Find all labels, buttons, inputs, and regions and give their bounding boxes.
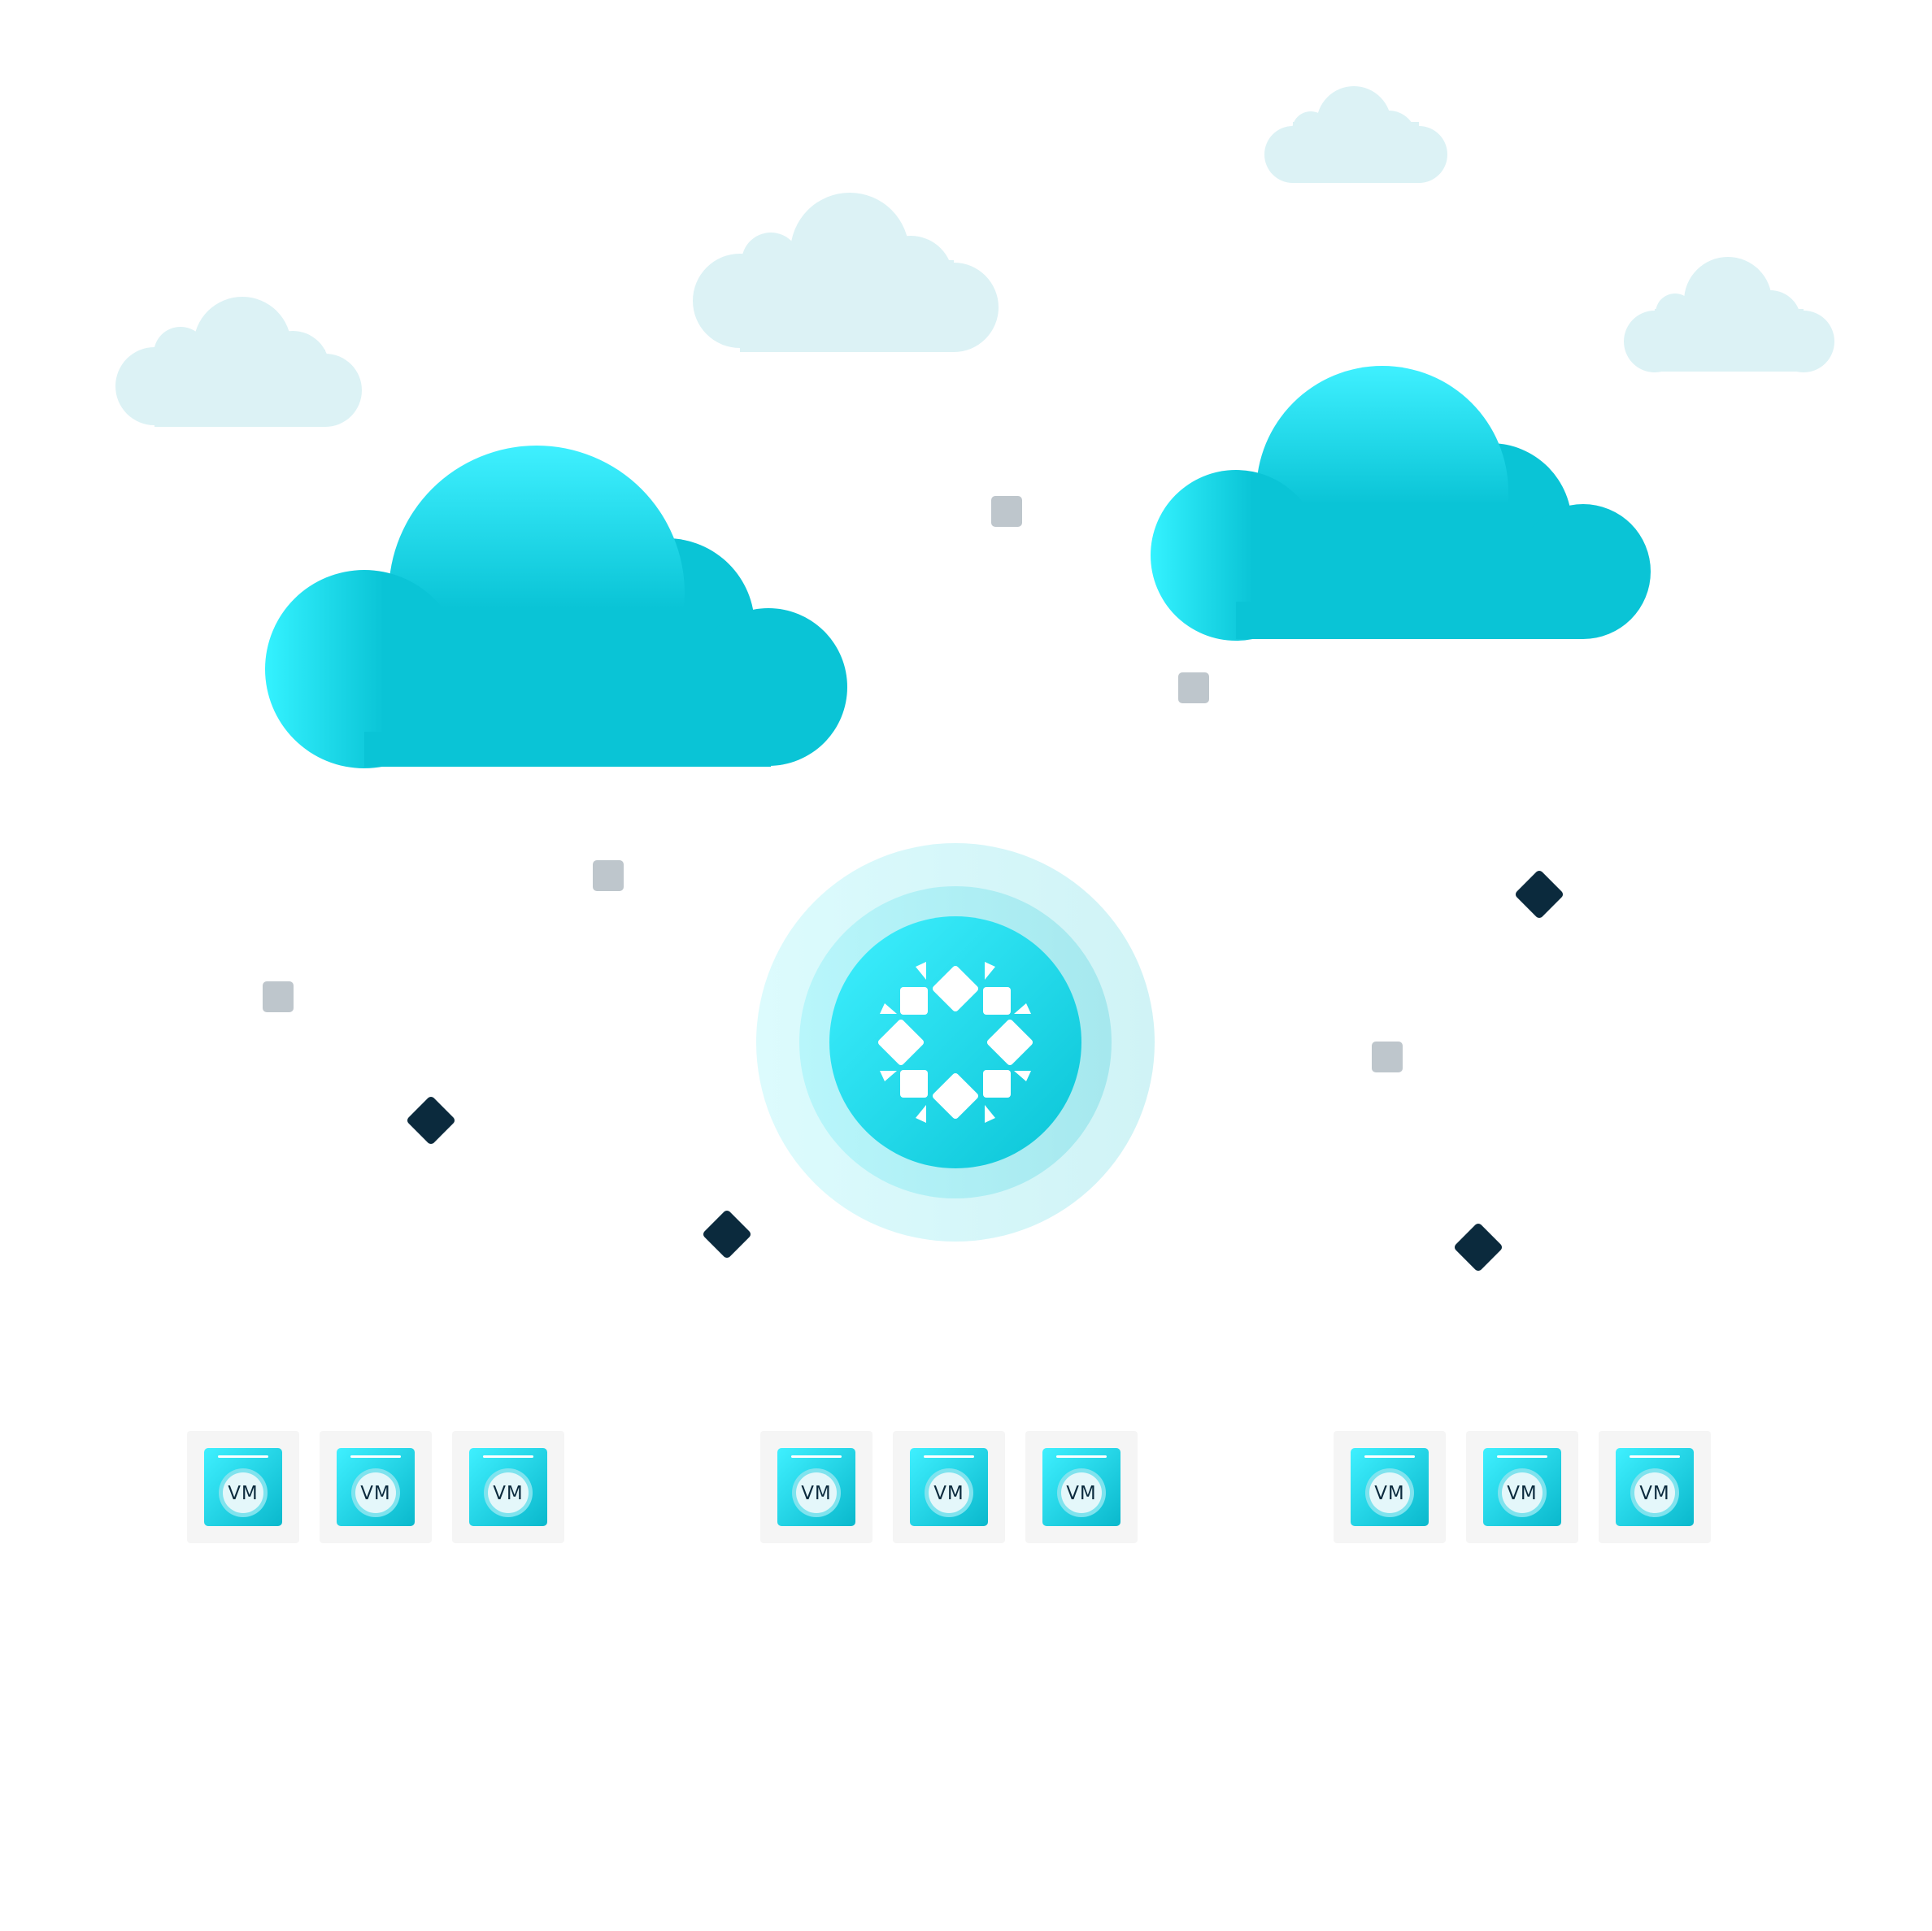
vm-icon xyxy=(910,1448,988,1526)
vm-label: VM xyxy=(493,1483,524,1504)
vm-tile[interactable]: VM xyxy=(1466,1431,1578,1543)
vm-label: VM xyxy=(1639,1483,1670,1504)
vm-icon xyxy=(469,1448,547,1526)
packet-diamond xyxy=(1454,1223,1503,1272)
packet-square xyxy=(593,860,624,891)
cloud-light-top-right xyxy=(1264,86,1447,183)
cloud-large-left xyxy=(265,446,847,768)
vm-tile[interactable]: VM xyxy=(893,1431,1005,1543)
vm-icon xyxy=(1042,1448,1120,1526)
vm-group: VM VM VM xyxy=(187,1431,564,1543)
vm-icon xyxy=(337,1448,415,1526)
packet-diamond xyxy=(703,1210,751,1259)
packet-squares xyxy=(263,496,1403,1072)
vm-icon xyxy=(777,1448,855,1526)
packet-square xyxy=(263,981,294,1012)
vm-icon xyxy=(1483,1448,1561,1526)
vm-icon xyxy=(1616,1448,1694,1526)
vm-label: VM xyxy=(228,1483,259,1504)
vm-tile[interactable]: VM xyxy=(1599,1431,1711,1543)
cloud-light-center xyxy=(693,193,999,352)
vm-label: VM xyxy=(801,1483,832,1504)
packet-diamond xyxy=(1515,870,1564,919)
vm-groups: VM VM VM VM VM VM VM VM VM xyxy=(187,1431,1711,1543)
vm-label: VM xyxy=(933,1483,964,1504)
cloud-large-right xyxy=(1151,366,1651,641)
vm-icon xyxy=(204,1448,282,1526)
cloud-light-left xyxy=(115,297,362,427)
packet-diamond xyxy=(407,1096,455,1145)
cloud-light-far-right xyxy=(1624,257,1834,372)
vm-label: VM xyxy=(1066,1483,1097,1504)
vm-tile[interactable]: VM xyxy=(1334,1431,1446,1543)
network-hub xyxy=(756,843,1155,1242)
vm-tile[interactable]: VM xyxy=(187,1431,299,1543)
vm-group: VM VM VM xyxy=(760,1431,1138,1543)
vm-group: VM VM VM xyxy=(1334,1431,1711,1543)
vm-tile[interactable]: VM xyxy=(452,1431,564,1543)
vm-tile[interactable]: VM xyxy=(760,1431,872,1543)
packet-square xyxy=(991,496,1022,527)
packet-square xyxy=(1178,672,1209,703)
vm-icon xyxy=(1351,1448,1429,1526)
vm-label: VM xyxy=(1374,1483,1405,1504)
vm-label: VM xyxy=(360,1483,391,1504)
network-hub-icon xyxy=(877,962,1033,1123)
packet-square xyxy=(1372,1042,1403,1072)
vm-tile[interactable]: VM xyxy=(320,1431,432,1543)
packet-diamonds xyxy=(407,870,1564,1272)
vm-label: VM xyxy=(1507,1483,1538,1504)
vm-tile[interactable]: VM xyxy=(1025,1431,1138,1543)
